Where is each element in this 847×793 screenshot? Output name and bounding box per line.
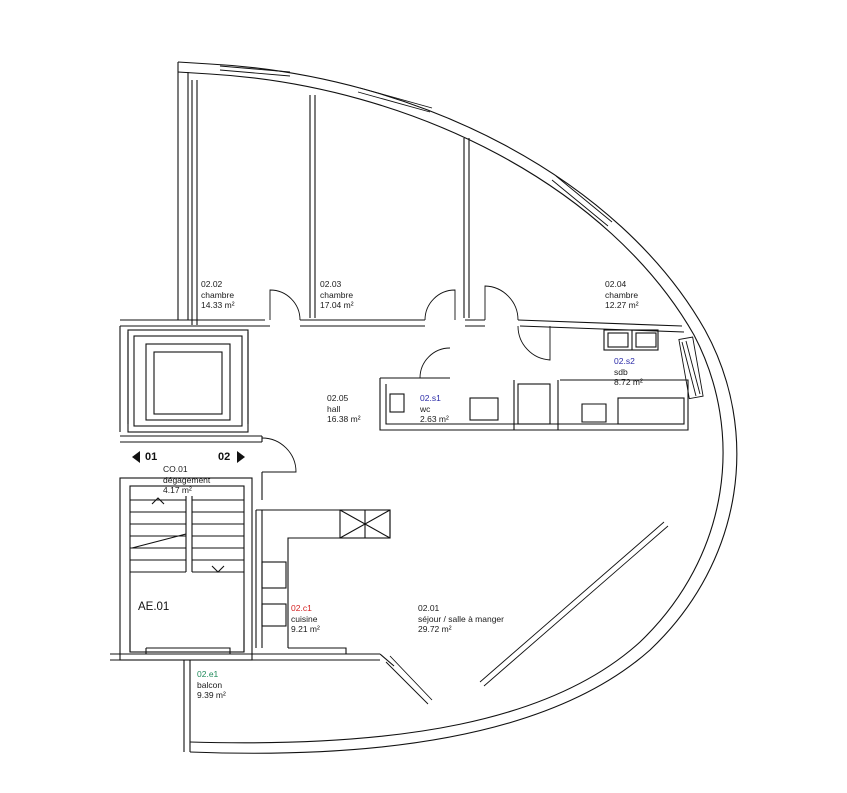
- room-label-02c1: 02.c1 cuisine 9.21 m²: [291, 603, 320, 635]
- room-label-0204: 02.04 chambre 12.27 m²: [605, 279, 639, 311]
- balcony-rail: [183, 660, 191, 752]
- door-swings: [261, 285, 551, 473]
- facade-windows: [219, 65, 704, 705]
- room-name: chambre: [320, 289, 354, 300]
- room-name: chambre: [201, 289, 235, 300]
- room-name: hall: [327, 403, 341, 414]
- sanitary-block: [379, 329, 689, 431]
- room-label-02s1: 02.s1 wc 2.63 m²: [420, 393, 449, 425]
- room-name: balcon: [197, 679, 223, 690]
- bedroom-wall-b: [309, 95, 316, 318]
- room-area: 16.38 m²: [327, 414, 361, 424]
- stair-label: AE.01: [138, 601, 170, 613]
- room-area: 2.63 m²: [420, 414, 449, 424]
- room-code: 02.05: [327, 393, 349, 403]
- room-code: 02.s2: [614, 356, 635, 366]
- room-label-0201: 02.01 séjour / salle à manger 29.72 m²: [418, 603, 504, 635]
- room-area: 8.72 m²: [614, 377, 643, 387]
- room-code: 02.04: [605, 279, 627, 289]
- room-label-0205: 02.05 hall 16.38 m²: [327, 393, 361, 425]
- bedroom-wall-c: [463, 138, 470, 318]
- room-area: 14.33 m²: [201, 300, 235, 310]
- room-code: CO.01: [163, 464, 188, 474]
- apartment-02-label: 02: [218, 451, 231, 463]
- kitchen-block: [255, 509, 391, 648]
- room-area: 12.27 m²: [605, 300, 639, 310]
- room-label-co01: CO.01 dégagement 4.17 m²: [163, 464, 210, 496]
- elevator-core: [127, 329, 249, 433]
- room-name: dégagement: [163, 474, 211, 485]
- bedroom-south-wall: [120, 319, 685, 333]
- room-name: chambre: [605, 289, 639, 300]
- room-label-02s2: 02.s2 sdb 8.72 m²: [614, 356, 643, 388]
- arrow-left-icon: [132, 451, 140, 463]
- facade-outer-wall: [177, 61, 738, 754]
- room-area: 9.39 m²: [197, 690, 226, 700]
- room-area: 17.04 m²: [320, 300, 354, 310]
- room-code: 02.e1: [197, 669, 219, 679]
- room-area: 9.21 m²: [291, 624, 320, 634]
- room-name: sdb: [614, 366, 628, 377]
- bedroom-wall-a: [191, 80, 198, 325]
- bedroom-left-wall: [177, 62, 189, 320]
- room-name: cuisine: [291, 613, 318, 624]
- room-label-02e1: 02.e1 balcon 9.39 m²: [197, 669, 226, 701]
- room-code: 02.s1: [420, 393, 441, 403]
- room-name: wc: [420, 403, 431, 414]
- arrow-right-icon: [237, 451, 245, 463]
- room-area: 29.72 m²: [418, 624, 452, 634]
- room-area: 4.17 m²: [163, 485, 192, 495]
- stairwell: [119, 477, 253, 661]
- apartment-01-label: 01: [145, 451, 158, 463]
- room-label-0202: 02.02 chambre 14.33 m²: [201, 279, 235, 311]
- room-code: 02.01: [418, 603, 440, 613]
- room-name: séjour / salle à manger: [418, 613, 504, 624]
- room-code: 02.02: [201, 279, 223, 289]
- room-label-0203: 02.03 chambre 17.04 m²: [320, 279, 354, 311]
- room-code: 02.c1: [291, 603, 312, 613]
- room-code: 02.03: [320, 279, 342, 289]
- corridor-walls: [119, 326, 263, 500]
- south-wall: [110, 647, 395, 667]
- facade-inner-wall: [177, 71, 724, 744]
